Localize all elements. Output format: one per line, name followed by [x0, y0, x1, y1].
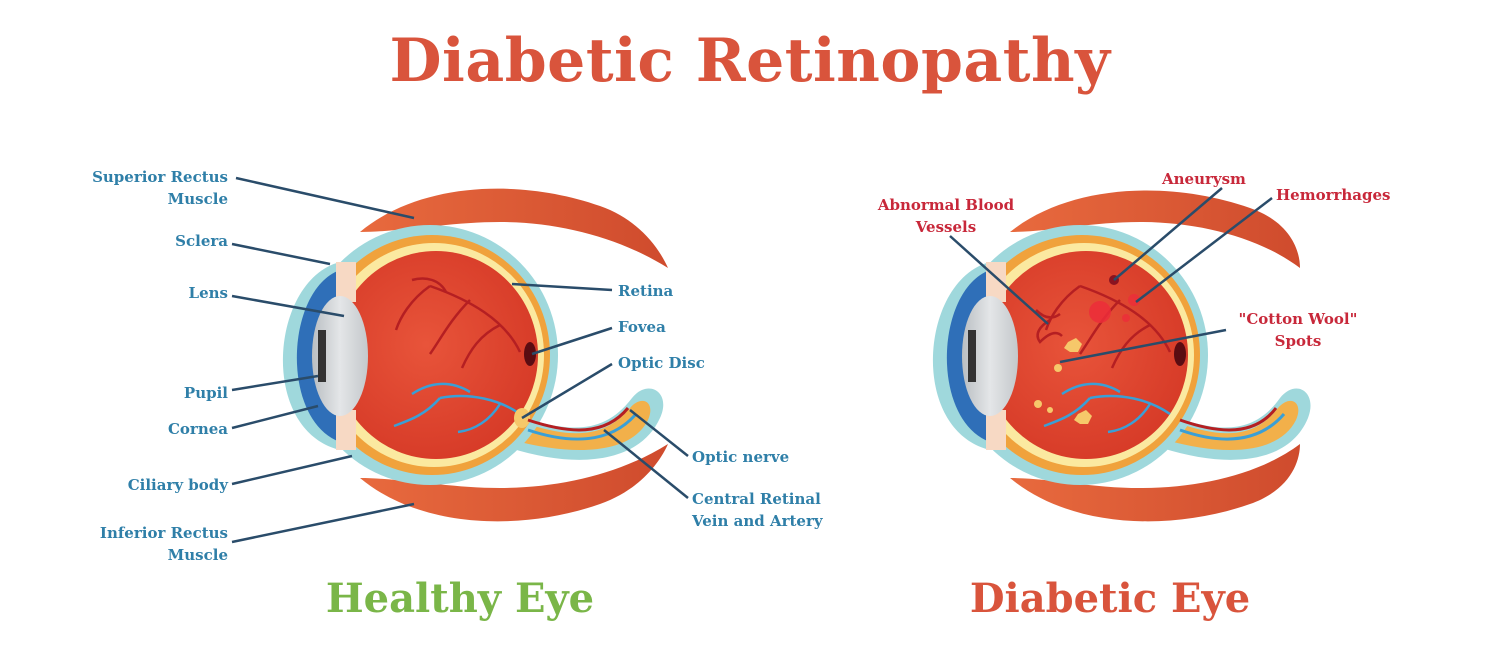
label-aneurysm: Aneurysm — [1162, 168, 1282, 190]
label-lens: Lens — [60, 282, 228, 304]
hemorrhage-1 — [1089, 301, 1111, 323]
label-superior-rectus: Superior Rectus Muscle — [60, 166, 228, 210]
label-hemorrhages: Hemorrhages — [1276, 184, 1416, 206]
pupil — [318, 330, 326, 382]
ciliary-body-bottom — [336, 410, 356, 450]
label-cotton-wool: "Cotton Wool" Spots — [1218, 308, 1378, 352]
label-ciliary-body: Ciliary body — [60, 474, 228, 496]
label-sclera: Sclera — [60, 230, 228, 252]
ciliary-body-top — [336, 262, 356, 302]
diabetic-pupil — [968, 330, 976, 382]
cotton-wool-spot-2 — [1054, 364, 1062, 372]
label-pupil: Pupil — [60, 382, 228, 404]
diabetic-ciliary-bottom — [986, 410, 1006, 450]
diabetic-eye-illustration — [933, 191, 1311, 522]
label-fovea: Fovea — [618, 316, 758, 338]
healthy-eye-caption: Healthy Eye — [240, 575, 680, 622]
label-central-retinal: Central Retinal Vein and Artery — [692, 488, 852, 532]
healthy-eye-illustration — [283, 189, 668, 522]
label-optic-nerve: Optic nerve — [692, 446, 832, 468]
label-inferior-rectus: Inferior Rectus Muscle — [60, 522, 228, 566]
label-retina: Retina — [618, 280, 758, 302]
cotton-wool-spot-3 — [1034, 400, 1042, 408]
diabetic-fovea — [1174, 342, 1186, 366]
label-optic-disc: Optic Disc — [618, 352, 758, 374]
cotton-wool-spot-4 — [1047, 407, 1053, 413]
label-cornea: Cornea — [60, 418, 228, 440]
diabetic-eye-caption: Diabetic Eye — [880, 575, 1340, 622]
label-abnormal-vessels: Abnormal Blood Vessels — [862, 194, 1030, 238]
hemorrhage-3 — [1122, 314, 1130, 322]
